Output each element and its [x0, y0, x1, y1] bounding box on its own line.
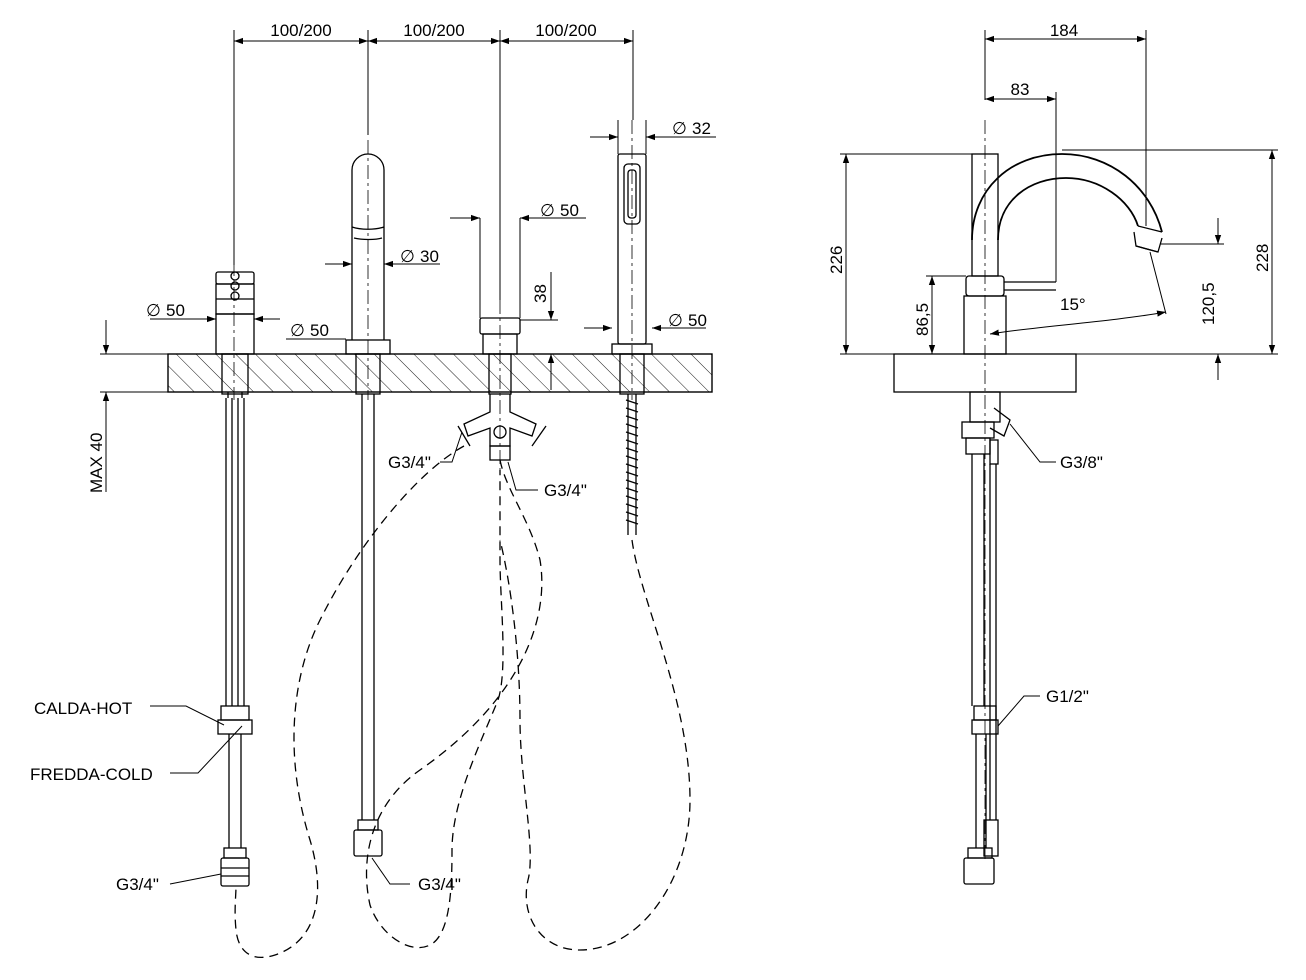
side-spout [963, 120, 1163, 860]
side-supply-connection-label: G1/2" [1046, 687, 1089, 706]
side-height-right: 228 120,5 [1062, 149, 1278, 380]
diverter-left-connection-label: G3/4" [388, 453, 431, 472]
mixer-base-diameter-dimension: ∅ 50 [286, 321, 346, 340]
diverter-body [457, 300, 547, 470]
side-angle-arc: 15° [989, 251, 1167, 336]
side-view: 15° 184 83 226 86,5 228 [827, 21, 1278, 885]
spout-diameter-label: 30 [420, 247, 439, 266]
diverter-height-label: 38 [531, 284, 550, 303]
spout-body [345, 140, 391, 857]
front-view: 100/200 100/200 100/200 MAX 40 [30, 21, 716, 959]
side-height-left: 226 86,5 [827, 153, 972, 355]
cold-label: FREDDA-COLD [30, 765, 153, 784]
hot-label: CALDA-HOT [34, 699, 132, 718]
mixer-diameter-dimension: ∅ 50 [146, 301, 280, 323]
spout-connection-label: G3/4" [418, 875, 461, 894]
side-width-reach-label: 83 [1011, 80, 1030, 99]
side-diverter-connection-leader: G3/8" [1009, 423, 1103, 472]
spacing-label-3: 100/200 [535, 21, 596, 40]
side-height-outlet-label: 120,5 [1199, 282, 1218, 325]
handshower-body [611, 120, 653, 535]
spacing-label-1: 100/200 [270, 21, 331, 40]
side-angle-label: 15° [1060, 295, 1086, 314]
side-width-total-label: 184 [1050, 21, 1078, 40]
side-supply-hoses [961, 391, 1011, 885]
diverter-diameter-dimension: ∅ 50 [450, 201, 586, 318]
mixer-diameter-label: 50 [166, 301, 185, 320]
diverter-height-dimension: 38 [520, 272, 558, 390]
side-diverter-connection-label: G3/8" [1060, 453, 1103, 472]
side-width-dimensions: 184 83 [984, 21, 1147, 282]
spout-connection-leader: G3/4" [371, 857, 461, 894]
mixer-base-diameter-symbol: ∅ [290, 321, 305, 340]
side-height-left-label: 226 [827, 246, 846, 274]
deck-thickness-label: MAX 40 [87, 433, 106, 493]
handshower-diameter-label: 32 [692, 119, 711, 138]
diverter-left-connection-leader: G3/4" [388, 431, 463, 472]
diverter-diameter-label: 50 [560, 201, 579, 220]
mixer-supply-hoses [217, 398, 253, 887]
spacing-dimension: 100/200 100/200 100/200 [233, 21, 634, 300]
handshower-diameter-dimension: ∅ 32 [590, 119, 716, 154]
side-height-right-label: 228 [1253, 244, 1272, 272]
diverter-bottom-connection-label: G3/4" [544, 481, 587, 500]
mixer-connection-leader: G3/4" [116, 873, 222, 894]
side-height-lever-label: 86,5 [913, 303, 932, 336]
diverter-diameter-symbol: ∅ [540, 201, 555, 220]
deck-thickness-dimension: MAX 40 [87, 320, 168, 493]
cold-leader: FREDDA-COLD [30, 725, 243, 784]
diverter-bottom-connection-leader: G3/4" [507, 461, 587, 500]
handshower-base-diameter-symbol: ∅ [668, 311, 683, 330]
side-supply-connection-leader: G1/2" [997, 687, 1089, 727]
mixer-body [215, 262, 255, 400]
handshower-base-diameter-label: 50 [688, 311, 707, 330]
hot-leader: CALDA-HOT [34, 699, 225, 726]
mixer-base-diameter-label: 50 [310, 321, 329, 340]
spout-diameter-symbol: ∅ [400, 247, 415, 266]
deck-section [167, 353, 713, 393]
handshower-base-diameter-dimension: ∅ 50 [584, 311, 707, 332]
spout-diameter-dimension: ∅ 30 [325, 247, 440, 268]
mixer-diameter-symbol: ∅ [146, 301, 161, 320]
spacing-label-2: 100/200 [403, 21, 464, 40]
mixer-connection-label: G3/4" [116, 875, 159, 894]
diverter-hoses-dashed [234, 445, 691, 959]
handshower-diameter-symbol: ∅ [672, 119, 687, 138]
